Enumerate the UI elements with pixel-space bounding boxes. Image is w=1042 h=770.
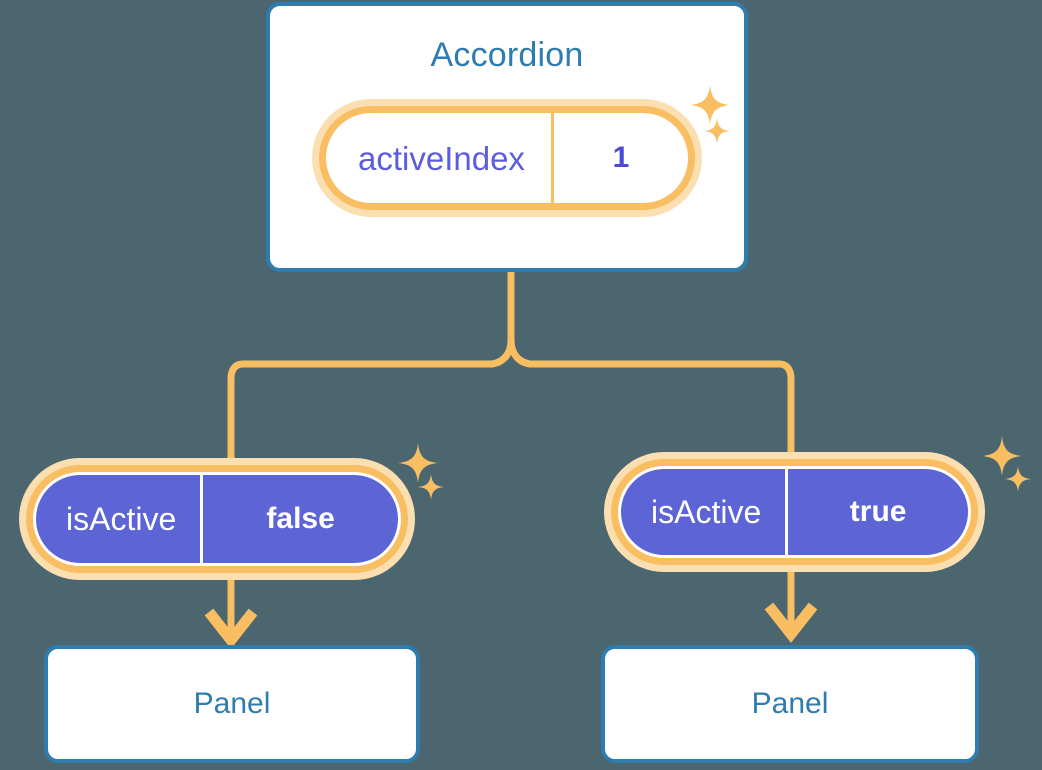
state-pill-key-active-index: activeIndex (358, 139, 525, 177)
sparkle-large-icon-right (982, 436, 1022, 476)
state-to-panel-arrow-right (764, 572, 818, 643)
sparkle-small-icon-right (1005, 466, 1031, 492)
state-pill-value-is-active-right: true (785, 469, 968, 555)
state-pill-active-index[interactable]: activeIndex 1 (312, 99, 702, 217)
component-title-accordion: Accordion (430, 36, 584, 74)
sparkle-small-icon-left (418, 474, 444, 500)
state-pill-body: activeIndex 1 (326, 113, 688, 203)
state-pill-is-active-right[interactable]: isActive true (604, 452, 985, 572)
tree-connector-trunk (227, 268, 515, 462)
panel-title-right: Panel (751, 687, 829, 720)
panel-card-right[interactable]: Panel (601, 645, 979, 763)
tree-connector-right-branch (507, 336, 795, 456)
state-pill-value-active-index: 1 (550, 113, 688, 203)
state-pill-body: isActive true (618, 466, 971, 558)
state-pill-body: isActive false (33, 472, 401, 566)
state-pill-is-active-left[interactable]: isActive false (19, 458, 415, 580)
state-pill-key-is-active-left: isActive (66, 501, 177, 537)
state-to-panel-arrow-left (204, 578, 258, 649)
panel-title-left: Panel (193, 687, 271, 720)
panel-card-left[interactable]: Panel (44, 645, 420, 763)
state-pill-key-is-active-right: isActive (651, 494, 762, 530)
state-pill-value-is-active-left: false (200, 475, 398, 563)
